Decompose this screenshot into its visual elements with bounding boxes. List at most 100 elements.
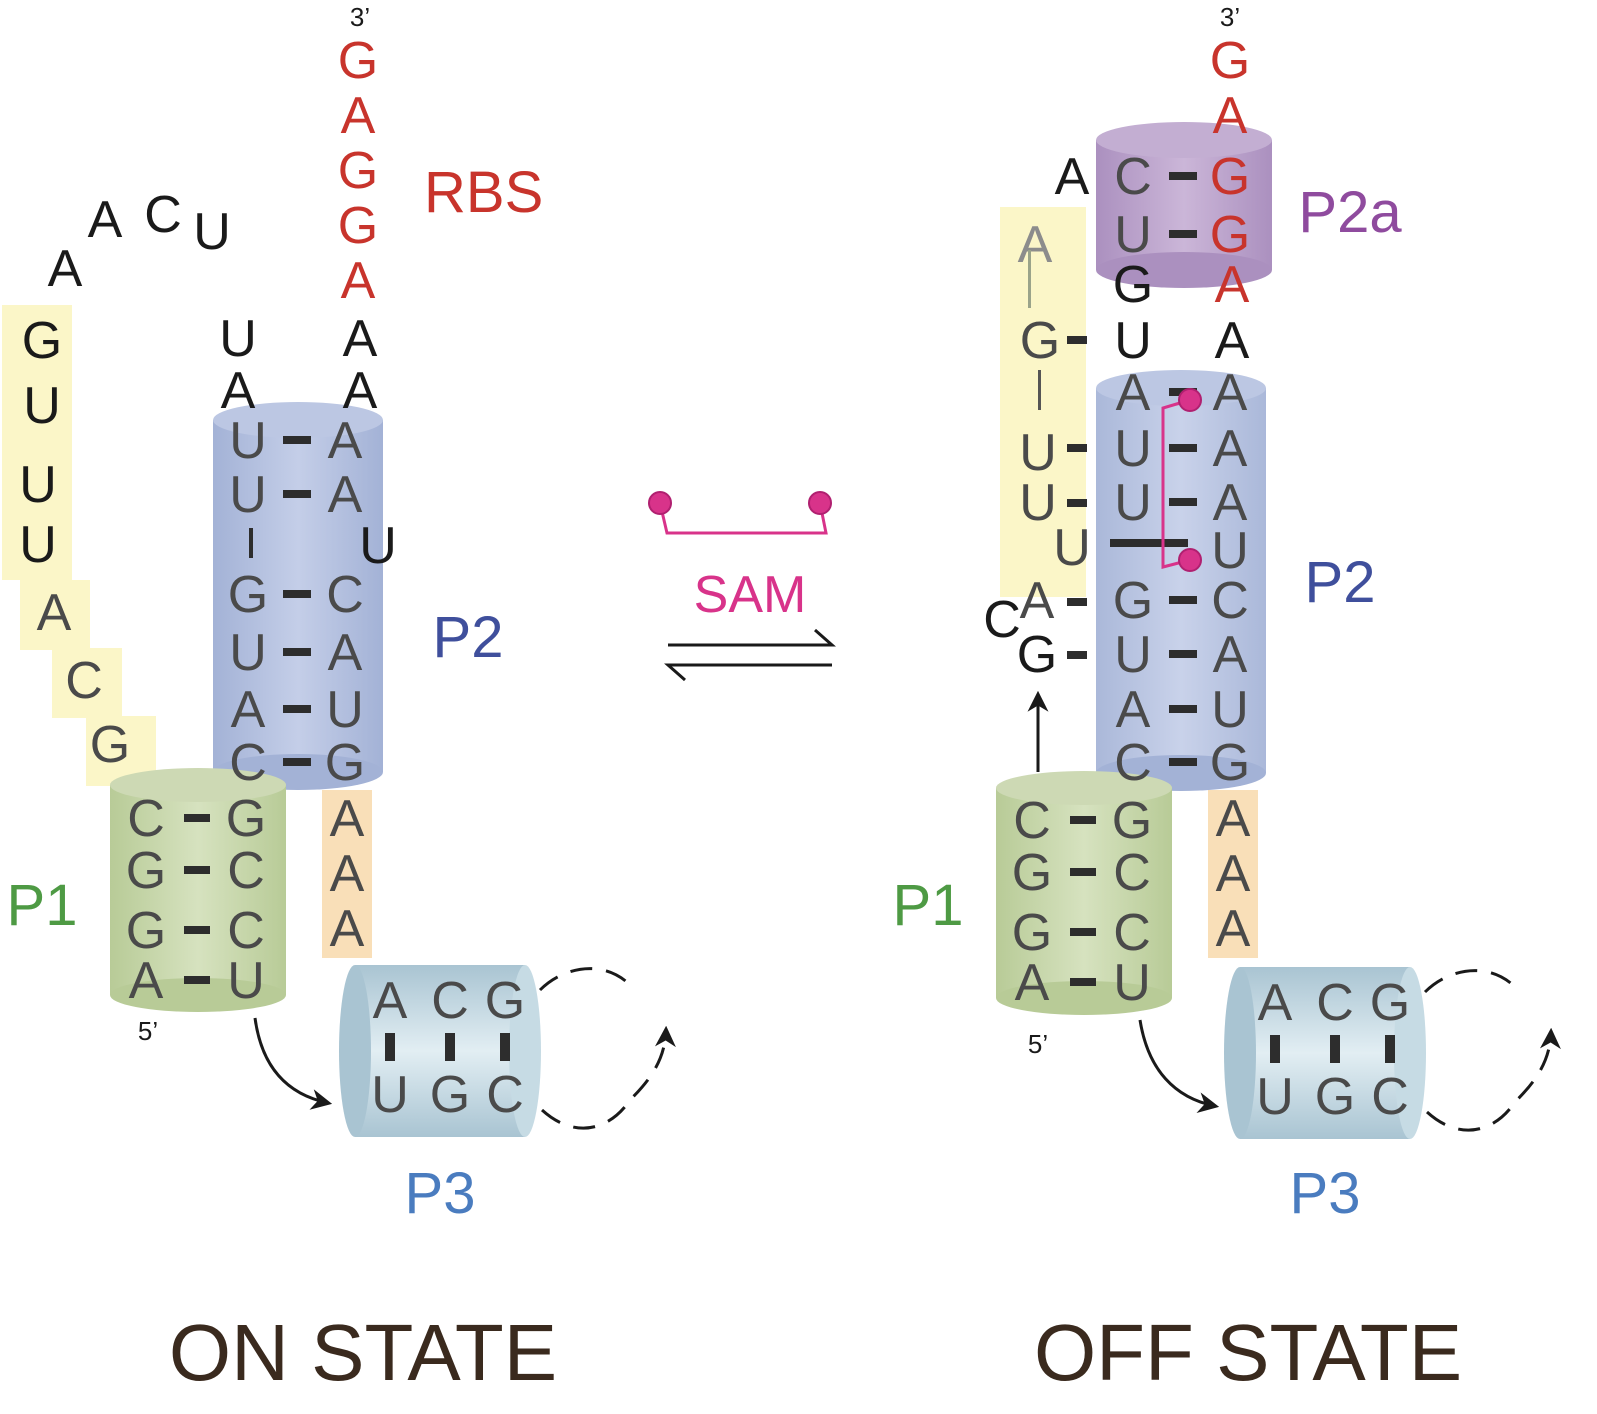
p3-bond	[445, 1033, 455, 1061]
on-orange-highlight	[322, 790, 372, 958]
p2-bond	[1169, 705, 1197, 713]
off-orange-highlight	[1208, 790, 1258, 958]
off-cross-strand-bonds	[1067, 336, 1188, 659]
loop-nucleotide: C	[144, 186, 182, 244]
sam-label: SAM	[694, 566, 807, 624]
orange-strand-nucleotide: A	[1216, 900, 1251, 958]
p1-right-nucleotide: G	[1112, 792, 1152, 850]
orange-strand-nucleotide: A	[1216, 790, 1251, 848]
equilibrium-arrows	[664, 628, 836, 682]
p1-right-nucleotide: C	[1113, 844, 1151, 902]
p2-right-nucleotide: A	[328, 624, 363, 682]
off-gu-left: U	[1114, 312, 1152, 370]
on-p3-helix	[339, 965, 541, 1137]
p1-bond	[184, 976, 210, 984]
nucleotide: A	[343, 310, 378, 368]
p2-bond	[1169, 498, 1197, 506]
loop-nucleotide: U	[193, 203, 231, 261]
p3-top-nucleotide: A	[1258, 974, 1293, 1032]
p2-left-nucleotide: U	[229, 412, 267, 470]
p1-right-nucleotide: G	[226, 790, 266, 848]
p1-left-nucleotide: G	[126, 902, 166, 960]
p2-left-nucleotide: U	[229, 624, 267, 682]
p3-bottom-nucleotide: G	[430, 1066, 470, 1124]
p2-bond	[283, 490, 311, 498]
on-three-prime: 3’	[350, 2, 370, 32]
p2-right-nucleotide: U	[1211, 681, 1249, 739]
p2-left-nucleotide: G	[1113, 572, 1153, 630]
p1-right-nucleotide: C	[227, 902, 265, 960]
on-flow-arrow	[253, 1017, 333, 1110]
p3-top-nucleotide: G	[1370, 974, 1410, 1032]
off-orange-strand: AAA	[1216, 790, 1251, 958]
rbs-nucleotide: G	[338, 197, 378, 255]
off-p3-loop-bottom	[1425, 1027, 1561, 1132]
p1-left-nucleotide: A	[129, 952, 164, 1010]
on-state-label: ON STATE	[169, 1308, 557, 1397]
p3-bottom-nucleotide: G	[1315, 1068, 1355, 1126]
yellow-strand-nucleotide: G	[22, 312, 62, 370]
off-p2-label: P2	[1305, 550, 1376, 615]
on-left-top-strand: UA	[219, 310, 257, 420]
nucleotide: A	[343, 362, 378, 420]
p1-bond	[184, 926, 210, 934]
off-mid-right: A	[1215, 256, 1250, 314]
p2-right-nucleotide: G	[325, 734, 365, 792]
p1-left-nucleotide: G	[1012, 844, 1052, 902]
p3-bond	[385, 1033, 395, 1061]
p3-bottom-nucleotide: C	[486, 1066, 524, 1124]
on-right-top-strand: AA	[343, 310, 378, 420]
p2-right-nucleotide: C	[326, 566, 364, 624]
on-p1-helix	[110, 768, 286, 1012]
yellow-strand-nucleotide: U	[19, 456, 57, 514]
off-a-g-link	[1028, 250, 1031, 308]
p3-bottom-nucleotide: U	[1256, 1068, 1294, 1126]
off-p2a-left-extra: A	[1055, 148, 1090, 206]
off-mid-left: G	[1113, 256, 1153, 314]
p1-bond	[1070, 868, 1096, 876]
on-p1-label: P1	[7, 873, 78, 938]
p1-right-nucleotide: C	[227, 842, 265, 900]
p2-bond	[283, 648, 311, 656]
p1-bond	[1070, 816, 1096, 824]
sam-ligand	[648, 491, 832, 535]
p2-right-nucleotide: C	[1211, 572, 1249, 630]
p2-right-nucleotide: U	[326, 681, 364, 739]
p2-left-nucleotide: U	[1114, 626, 1152, 684]
p2-right-nucleotide: A	[1213, 474, 1248, 532]
nucleotide: A	[221, 362, 256, 420]
on-gu-wobble-bar	[249, 528, 253, 558]
rbs-nucleotide: G	[338, 32, 378, 90]
p2-bond	[1169, 758, 1197, 766]
p3-bond	[500, 1033, 510, 1061]
off-p3-helix	[1224, 967, 1426, 1139]
off-p1-label: P1	[893, 873, 964, 938]
p2-left-nucleotide: U	[1114, 420, 1152, 478]
off-state-label: OFF STATE	[1034, 1308, 1462, 1397]
p1-left-nucleotide: C	[127, 790, 165, 848]
p1-bond	[184, 866, 210, 874]
p2-left-nucleotide: A	[1116, 681, 1151, 739]
p3-bond	[1385, 1035, 1395, 1063]
p2-bond	[1169, 650, 1197, 658]
off-flow-arrow	[1138, 1019, 1220, 1113]
yellow-strand-nucleotide: G	[90, 716, 130, 774]
p1-bond	[1070, 928, 1096, 936]
off-p2a-helix	[1096, 122, 1272, 288]
p2a-left-nucleotide: C	[1114, 148, 1152, 206]
off-p3-label: P3	[1290, 1161, 1361, 1226]
off-five-prime: 5’	[1028, 1029, 1048, 1059]
off-p1-helix	[996, 771, 1172, 1015]
p2-left-nucleotide: G	[228, 566, 268, 624]
yellow-strand-nucleotide: U	[1019, 424, 1057, 482]
rbs-nucleotide: A	[341, 87, 376, 145]
orange-strand-nucleotide: A	[1216, 845, 1251, 903]
